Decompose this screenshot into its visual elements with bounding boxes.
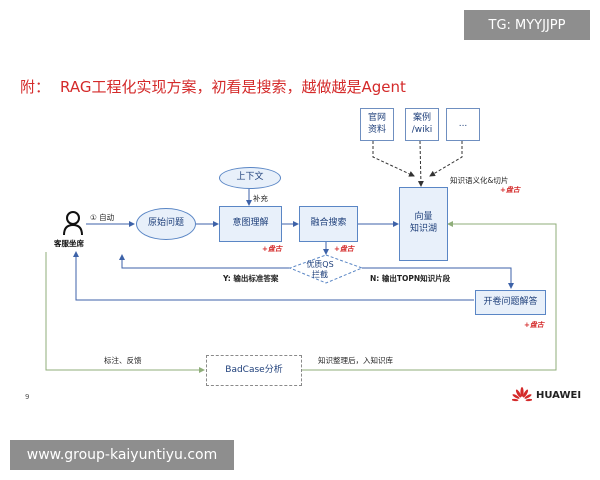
- qs-gate-diamond: [288, 254, 364, 284]
- edge-answer-to-user: [73, 251, 474, 301]
- edge-cases-to-kb: [417, 140, 424, 187]
- intent-node: 意图理解: [219, 206, 282, 242]
- no-path-label: N: 输出TOPN知识片段: [370, 274, 451, 283]
- title-prefix: 附：: [20, 78, 51, 96]
- user-icon: [63, 211, 83, 236]
- huawei-petal-icon: [512, 387, 532, 402]
- page-title: 附： RAG工程化实现方案，初看是搜索，越做越是Agent: [20, 76, 406, 97]
- cases-wiki-node: 案例 /wiki: [405, 108, 439, 141]
- knowledge-semantic-label: 知识语义化&切片: [450, 176, 509, 185]
- pangu-badge-fusion: +盘古: [334, 245, 354, 253]
- official-docs-node: 官网 资料: [360, 108, 394, 141]
- huawei-brand: HUAWEI: [536, 389, 582, 401]
- original-question-node: 原始问题: [136, 208, 196, 240]
- edge-gate-no-to-answer: [362, 267, 514, 289]
- fusion-search-node: 融合搜索: [299, 206, 358, 242]
- tg-badge: TG: MYYJJPP: [464, 10, 590, 40]
- edge-docs-to-kb: [372, 141, 415, 177]
- badcase-node: BadCase分析: [206, 355, 302, 386]
- yes-path-label: Y: 输出标准答案: [223, 274, 279, 283]
- qs-gate-label: 优质QS 拦截: [306, 260, 334, 279]
- edge-more-to-kb: [429, 141, 463, 177]
- pangu-badge-intent: +盘古: [262, 245, 282, 253]
- watermark: www.group-kaiyuntiyu.com: [10, 440, 234, 470]
- agent-user-label: 客服坐席: [54, 239, 84, 248]
- more-sources-node: ...: [446, 108, 480, 141]
- title-text: RAG工程化实现方案，初看是搜索，越做越是Agent: [60, 78, 406, 96]
- organize-knowledge-label: 知识整理后，入知识库: [318, 356, 393, 365]
- pangu-badge-answer: +盘古: [524, 321, 544, 329]
- supplement-label: 补充: [253, 194, 268, 203]
- edge-gate-yes-to-user: [119, 254, 290, 269]
- edge-user-to-badcase: [45, 252, 205, 373]
- context-node: 上下文: [219, 167, 281, 189]
- pangu-badge-kb: +盘古: [500, 186, 520, 194]
- vector-kb-node: 向量 知识湖: [399, 187, 448, 261]
- page-number: 9: [25, 393, 30, 401]
- huawei-logo: HUAWEI: [512, 387, 581, 403]
- open-answer-node: 开卷问题解答: [475, 290, 546, 315]
- edge-badcase-to-kb: [302, 221, 557, 371]
- annotate-feedback-label: 标注、反馈: [104, 356, 142, 365]
- auto-label: ① 自动: [90, 213, 115, 222]
